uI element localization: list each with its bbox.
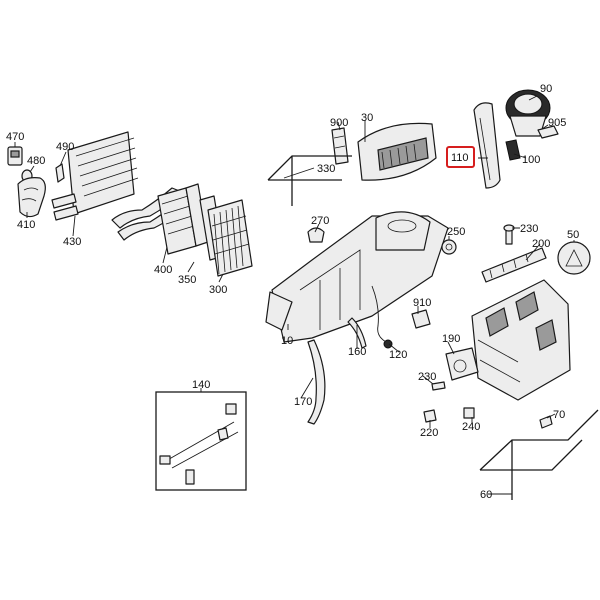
callout-350[interactable]: 350 xyxy=(178,274,196,286)
callout-480[interactable]: 480 xyxy=(27,155,45,167)
part-30-control-module[interactable] xyxy=(357,122,437,181)
callout-330[interactable]: 330 xyxy=(317,163,335,175)
callout-100[interactable]: 100 xyxy=(522,154,540,166)
part-220-clip[interactable] xyxy=(423,409,437,423)
part-400-evaporator-tubes[interactable] xyxy=(111,183,209,255)
part-470-sensor[interactable] xyxy=(7,146,23,166)
callout-910[interactable]: 910 xyxy=(413,297,431,309)
part-50-gear[interactable] xyxy=(557,241,591,275)
part-230-screw-bottom[interactable] xyxy=(431,381,446,391)
part-240-clip[interactable] xyxy=(463,407,475,419)
callout-270[interactable]: 270 xyxy=(311,215,329,227)
part-250-seal[interactable] xyxy=(441,239,457,255)
callout-60[interactable]: 60 xyxy=(480,489,492,501)
part-70-screw[interactable] xyxy=(539,415,553,429)
callout-200[interactable]: 200 xyxy=(532,238,550,250)
callout-70[interactable]: 70 xyxy=(553,409,565,421)
callout-30[interactable]: 30 xyxy=(361,112,373,124)
callout-230-bottom[interactable]: 230 xyxy=(418,371,436,383)
part-120-wiring[interactable] xyxy=(371,285,393,349)
part-100-sensor[interactable] xyxy=(505,139,521,161)
callout-410[interactable]: 410 xyxy=(17,219,35,231)
part-270-cap[interactable] xyxy=(307,227,325,243)
callout-labels: 470 490 480 410 430 400 350 300 900 30 3… xyxy=(6,83,579,501)
callout-50[interactable]: 50 xyxy=(567,229,579,241)
callout-190[interactable]: 190 xyxy=(442,333,460,345)
callout-900[interactable]: 900 xyxy=(330,117,348,129)
part-10-hvac-housing[interactable] xyxy=(265,211,449,343)
part-190-servo-motor[interactable] xyxy=(445,347,479,381)
callout-490[interactable]: 490 xyxy=(56,141,74,153)
callout-170[interactable]: 170 xyxy=(294,396,312,408)
part-905-resistor[interactable] xyxy=(537,125,559,139)
part-distribution-housing[interactable] xyxy=(471,279,571,401)
frame-60 xyxy=(479,409,599,500)
part-90-blower-motor[interactable] xyxy=(505,89,551,137)
part-170-drain-hose[interactable] xyxy=(307,339,326,425)
callout-110[interactable]: 110 xyxy=(451,152,469,164)
callout-10[interactable]: 10 xyxy=(281,335,293,347)
callout-140[interactable]: 140 xyxy=(192,379,210,391)
part-910-actuator[interactable] xyxy=(411,309,431,329)
callout-90[interactable]: 90 xyxy=(540,83,552,95)
callout-400[interactable]: 400 xyxy=(154,264,172,276)
callout-120[interactable]: 120 xyxy=(389,349,407,361)
callout-250[interactable]: 250 xyxy=(447,226,465,238)
callout-160[interactable]: 160 xyxy=(348,346,366,358)
callout-220[interactable]: 220 xyxy=(420,427,438,439)
callout-905[interactable]: 905 xyxy=(548,117,566,129)
callout-470[interactable]: 470 xyxy=(6,131,24,143)
callout-240[interactable]: 240 xyxy=(462,421,480,433)
part-140-cable-set[interactable] xyxy=(155,391,247,491)
frame-330 xyxy=(267,155,352,206)
callout-230-top[interactable]: 230 xyxy=(520,223,538,235)
part-430-heater-core[interactable] xyxy=(51,131,139,221)
part-490-clip[interactable] xyxy=(55,163,65,183)
callout-430[interactable]: 430 xyxy=(63,236,81,248)
part-110-cover-panel[interactable] xyxy=(473,102,501,189)
callout-300[interactable]: 300 xyxy=(209,284,227,296)
highlight-box-110 xyxy=(446,146,475,168)
part-300-filter[interactable] xyxy=(207,199,253,277)
part-410-duct[interactable] xyxy=(17,177,46,218)
part-200-flap-linkage[interactable] xyxy=(481,247,547,283)
part-230-screw-top[interactable] xyxy=(503,224,515,245)
part-900-bracket[interactable] xyxy=(331,127,349,165)
